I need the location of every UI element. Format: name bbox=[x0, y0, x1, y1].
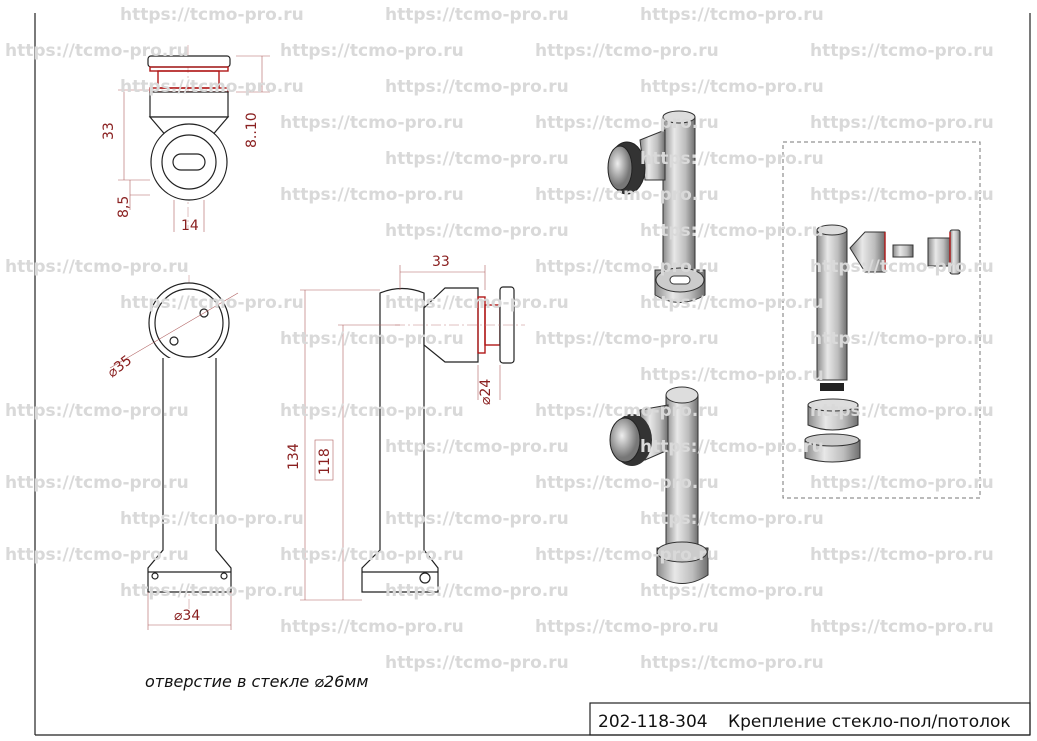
watermark-text: https://tcmo-pro.ru bbox=[640, 221, 824, 241]
watermark-text: https://tcmo-pro.ru bbox=[810, 185, 994, 205]
front-view: ⌀35 ⌀34 bbox=[105, 275, 239, 630]
watermark-text: https://tcmo-pro.ru bbox=[640, 293, 824, 313]
title-name: Крепление стекло-пол/потолок bbox=[728, 712, 1011, 732]
dim-tube-diameter: ⌀35 bbox=[105, 352, 136, 381]
dim-clamp-diameter: ⌀24 bbox=[478, 379, 494, 405]
dim-top-slot: 14 bbox=[181, 218, 199, 234]
watermark-text: https://tcmo-pro.ru bbox=[535, 617, 719, 637]
watermark-text: https://tcmo-pro.ru bbox=[640, 149, 824, 169]
watermark-text: https://tcmo-pro.ru bbox=[5, 41, 189, 61]
watermark-text: https://tcmo-pro.ru bbox=[810, 329, 994, 349]
watermark-text: https://tcmo-pro.ru bbox=[535, 113, 719, 133]
watermark-text: https://tcmo-pro.ru bbox=[810, 41, 994, 61]
watermark-text: https://tcmo-pro.ru bbox=[120, 293, 304, 313]
watermark-text: https://tcmo-pro.ru bbox=[120, 5, 304, 25]
top-view: 33 8..10 8,5 14 bbox=[101, 45, 270, 234]
watermark-text: https://tcmo-pro.ru bbox=[640, 437, 824, 457]
watermark-text: https://tcmo-pro.ru bbox=[385, 509, 569, 529]
watermark-text: https://tcmo-pro.ru bbox=[640, 77, 824, 97]
watermark-text: https://tcmo-pro.ru bbox=[280, 185, 464, 205]
watermark-text: https://tcmo-pro.ru bbox=[385, 437, 569, 457]
watermark-text: https://tcmo-pro.ru bbox=[640, 653, 824, 673]
drawing-frame bbox=[34, 13, 1031, 736]
watermark-text: https://tcmo-pro.ru bbox=[280, 545, 464, 565]
dim-total-height: 134 bbox=[286, 443, 302, 470]
watermark-text: https://tcmo-pro.ru bbox=[385, 653, 569, 673]
watermark-text: https://tcmo-pro.ru bbox=[810, 401, 994, 421]
watermark-text: https://tcmo-pro.ru bbox=[535, 473, 719, 493]
watermark-text: https://tcmo-pro.ru bbox=[535, 545, 719, 565]
side-view: 33 134 118 ⌀24 bbox=[286, 254, 525, 601]
watermark-text: https://tcmo-pro.ru bbox=[120, 581, 304, 601]
watermark-text: https://tcmo-pro.ru bbox=[535, 329, 719, 349]
watermark-text: https://tcmo-pro.ru bbox=[810, 473, 994, 493]
dim-base-diameter: ⌀34 bbox=[174, 608, 200, 624]
watermark-text: https://tcmo-pro.ru bbox=[535, 41, 719, 61]
watermark-text: https://tcmo-pro.ru bbox=[280, 113, 464, 133]
watermark-text: https://tcmo-pro.ru bbox=[5, 401, 189, 421]
watermark-text: https://tcmo-pro.ru bbox=[535, 185, 719, 205]
isometric-view-bottom bbox=[609, 386, 709, 584]
watermark-text: https://tcmo-pro.ru bbox=[640, 365, 824, 385]
watermark-text: https://tcmo-pro.ru bbox=[5, 257, 189, 277]
watermark-text: https://tcmo-pro.ru bbox=[640, 5, 824, 25]
watermark-text: https://tcmo-pro.ru bbox=[385, 77, 569, 97]
watermark-text: https://tcmo-pro.ru bbox=[385, 293, 569, 313]
watermark-text: https://tcmo-pro.ru bbox=[810, 113, 994, 133]
dim-top-height: 33 bbox=[101, 122, 117, 140]
watermark-text: https://tcmo-pro.ru bbox=[5, 473, 189, 493]
exploded-view bbox=[782, 141, 981, 499]
watermark-text: https://tcmo-pro.ru bbox=[810, 617, 994, 637]
watermark-text: https://tcmo-pro.ru bbox=[640, 581, 824, 601]
watermark-text: https://tcmo-pro.ru bbox=[120, 509, 304, 529]
watermark-text: https://tcmo-pro.ru bbox=[810, 257, 994, 277]
watermark-text: https://tcmo-pro.ru bbox=[640, 509, 824, 529]
isometric-view-top bbox=[607, 110, 706, 303]
watermark-text: https://tcmo-pro.ru bbox=[280, 401, 464, 421]
watermark-layer: https://tcmo-pro.ru https://tcmo-pro.ru ht… bbox=[5, 5, 994, 673]
watermark-text: https://tcmo-pro.ru bbox=[280, 329, 464, 349]
watermark-text: https://tcmo-pro.ru bbox=[385, 221, 569, 241]
dim-inner-height: 118 bbox=[317, 448, 333, 475]
dim-side-depth: 33 bbox=[432, 254, 450, 270]
dim-top-adjust: 8..10 bbox=[244, 112, 260, 148]
watermark-text: https://tcmo-pro.ru bbox=[385, 149, 569, 169]
watermark-text: https://tcmo-pro.ru bbox=[535, 257, 719, 277]
watermark-text: https://tcmo-pro.ru bbox=[5, 545, 189, 565]
watermark-text: https://tcmo-pro.ru bbox=[535, 401, 719, 421]
watermark-text: https://tcmo-pro.ru bbox=[280, 41, 464, 61]
watermark-text: https://tcmo-pro.ru bbox=[280, 617, 464, 637]
title-code: 202-118-304 bbox=[598, 712, 708, 732]
watermark-text: https://tcmo-pro.ru bbox=[385, 5, 569, 25]
glass-hole-note: отверстие в стекле ⌀26мм bbox=[145, 672, 368, 691]
watermark-text: https://tcmo-pro.ru bbox=[385, 581, 569, 601]
watermark-text: https://tcmo-pro.ru bbox=[810, 545, 994, 565]
dim-top-offset: 8,5 bbox=[116, 196, 132, 218]
watermark-text: https://tcmo-pro.ru bbox=[120, 77, 304, 97]
